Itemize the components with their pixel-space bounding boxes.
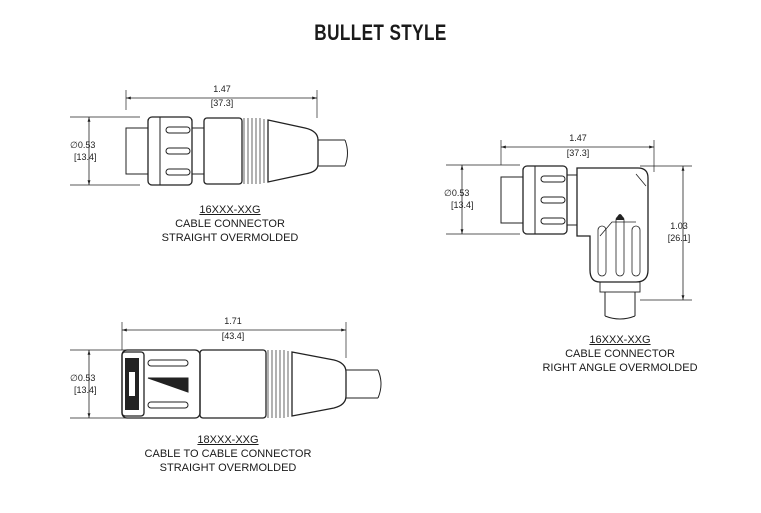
straight-diameter-mm: [13.4]	[74, 152, 97, 162]
connector-straight	[70, 90, 348, 186]
part-number: 16XXX-XXG	[199, 204, 261, 216]
right-angle-diameter-in: ∅0.53	[444, 188, 469, 198]
caption-line-2: STRAIGHT OVERMOLDED	[161, 232, 299, 244]
connector-cable-to-cable	[70, 322, 382, 419]
part-number: 18XXX-XXG	[197, 434, 259, 446]
straight-length-in: 1.47	[213, 84, 231, 94]
caption-cable-to-cable: 18XXX-XXG CABLE TO CABLE CONNECTOR STRAI…	[108, 433, 348, 475]
caption-line-1: CABLE CONNECTOR	[175, 218, 285, 230]
cable-to-cable-diameter-in: ∅0.53	[70, 373, 95, 383]
cable-to-cable-diameter-mm: [13.4]	[74, 385, 97, 395]
caption-line-2: RIGHT ANGLE OVERMOLDED	[542, 362, 698, 374]
right-angle-diameter-mm: [13.4]	[451, 200, 474, 210]
caption-right-angle: 16XXX-XXG CABLE CONNECTOR RIGHT ANGLE OV…	[510, 333, 730, 375]
right-angle-height-in: 1.03	[670, 221, 688, 231]
right-angle-length-in: 1.47	[569, 133, 587, 143]
right-angle-length-mm: [37.3]	[567, 148, 590, 158]
cable-to-cable-length-in: 1.71	[224, 316, 242, 326]
cable-to-cable-length-mm: [43.4]	[222, 331, 245, 341]
caption-line-1: CABLE TO CABLE CONNECTOR	[144, 448, 312, 460]
right-angle-height-mm: [26.1]	[668, 233, 691, 243]
straight-length-mm: [37.3]	[211, 98, 234, 108]
connector-right-angle	[446, 140, 692, 320]
page-title: BULLET STYLE	[314, 20, 447, 45]
caption-line-1: CABLE CONNECTOR	[565, 348, 675, 360]
straight-diameter-in: ∅0.53	[70, 140, 95, 150]
caption-straight: 16XXX-XXG CABLE CONNECTOR STRAIGHT OVERM…	[120, 203, 340, 245]
caption-line-2: STRAIGHT OVERMOLDED	[159, 462, 297, 474]
part-number: 16XXX-XXG	[589, 334, 651, 346]
